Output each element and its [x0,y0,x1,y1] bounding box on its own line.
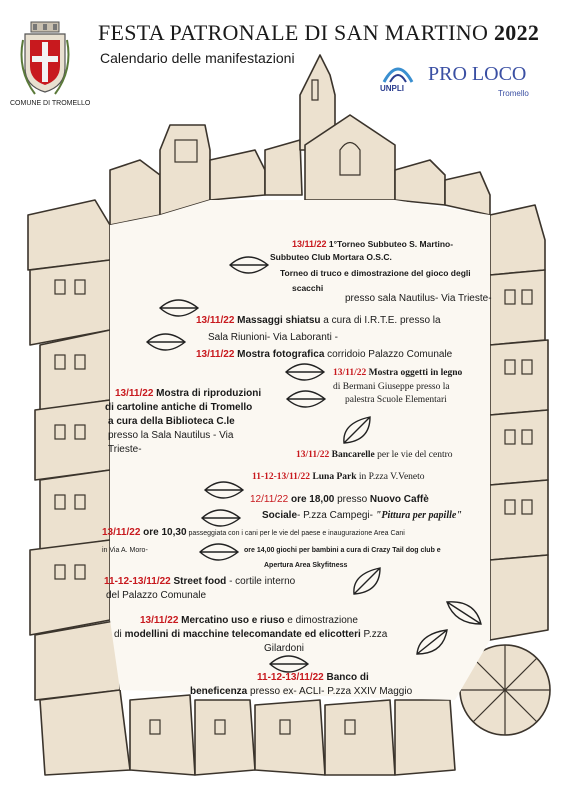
event-cartoline-line2: di cartoline antiche di Tromello [105,402,253,413]
leaf-icon [343,416,371,444]
leaf-icon [228,256,270,274]
leaf-icon [200,509,242,527]
comune-crest-icon [20,21,70,95]
event-street-food: 11-12-13/11/22 Street food - cortile int… [104,576,296,587]
leaf-icon [145,333,187,351]
leaf-icon [446,601,482,625]
proloco-logo: PRO LOCO [428,63,527,85]
event-cartoline: 13/11/22 Mostra di riproduzioni [115,388,262,399]
event-mostra-legno-line2: di Bermani Giuseppe presso la [333,382,450,392]
event-mercatino-line3: Gilardoni [264,643,305,654]
comune-label: COMUNE DI TROMELLO [10,100,91,107]
event-subbuteo-line5: presso sala Nautilus- Via Trieste- [345,293,492,304]
event-cartoline-line3: a cura della Biblioteca C.le [108,416,235,427]
event-subbuteo-line2: Subbuteo Club Mortara O.S.C. [270,252,392,262]
event-subbuteo: 13/11/22 1°Torneo Subbuteo S. Martino- [292,239,454,249]
page-title: FESTA PATRONALE DI SAN MARTINO 2022 [98,20,540,45]
leaf-icon [203,481,245,499]
event-shiatsu: 13/11/22 Massaggi shiatsu a cura di I.R.… [196,315,441,326]
event-cartoline-line4: presso la Sala Nautilus - Via [108,430,234,441]
event-subbuteo-line4: scacchi [292,283,324,293]
page-subtitle: Calendario delle manifestazioni [100,50,295,66]
event-caffe-sociale-line2: Sociale- P.zza Campegi- "Pittura per pap… [262,510,462,521]
event-luna-park: 11-12-13/11/22 Luna Park in P.zza V.Vene… [252,472,425,482]
leaf-icon [158,299,200,317]
event-mostra-legno-line3: palestra Scuole Elementari [345,395,447,405]
leaf-icon [198,543,240,561]
leaf-icon [353,567,381,595]
event-subbuteo-line3: Torneo di truco e dimostrazione del gioc… [280,268,471,278]
event-caffe-sociale: 12/11/22 ore 18,00 presso Nuovo Caffè [250,494,429,505]
event-bancarelle: 13/11/22 Bancarelle per le vie del centr… [296,450,453,460]
title-year: 2022 [493,20,540,45]
event-area-cani-line4: Apertura Area Skyfitness [264,562,348,569]
event-beneficenza-line2: beneficenza presso ex- ACLI- P.zza XXIV … [190,686,413,697]
unpli-logo-icon [382,67,414,83]
event-area-cani-line2: in Via A. Moro- [102,547,148,554]
event-mostra-legno: 13/11/22 Mostra oggetti in legno [333,368,463,378]
leaf-icon [268,655,310,673]
event-cartoline-line5: Trieste- [108,444,142,455]
leaf-icon [284,363,326,381]
proloco-sub: Tromello [498,89,529,98]
leaf-icon [285,390,327,408]
event-area-cani-line3: ore 14,00 giochi per bambini a cura di C… [244,547,441,554]
unpli-label: UNPLI [380,84,404,93]
event-mercatino-line2: di modellini di macchine telecomandate e… [114,629,388,640]
event-mercatino: 13/11/22 Mercatino uso e riuso e dimostr… [140,615,358,626]
event-street-food-line2: del Palazzo Comunale [106,590,207,601]
event-mostra-fotografica: 13/11/22 Mostra fotografica corridoio Pa… [196,349,453,360]
leaf-icon [416,629,448,655]
event-area-cani: 13/11/22 ore 10,30 passeggiata con i can… [102,527,405,538]
event-beneficenza: 11-12-13/11/22 Banco di [257,672,369,683]
event-shiatsu-line2: Sala Riunioni- Via Laboranti - [208,332,338,343]
